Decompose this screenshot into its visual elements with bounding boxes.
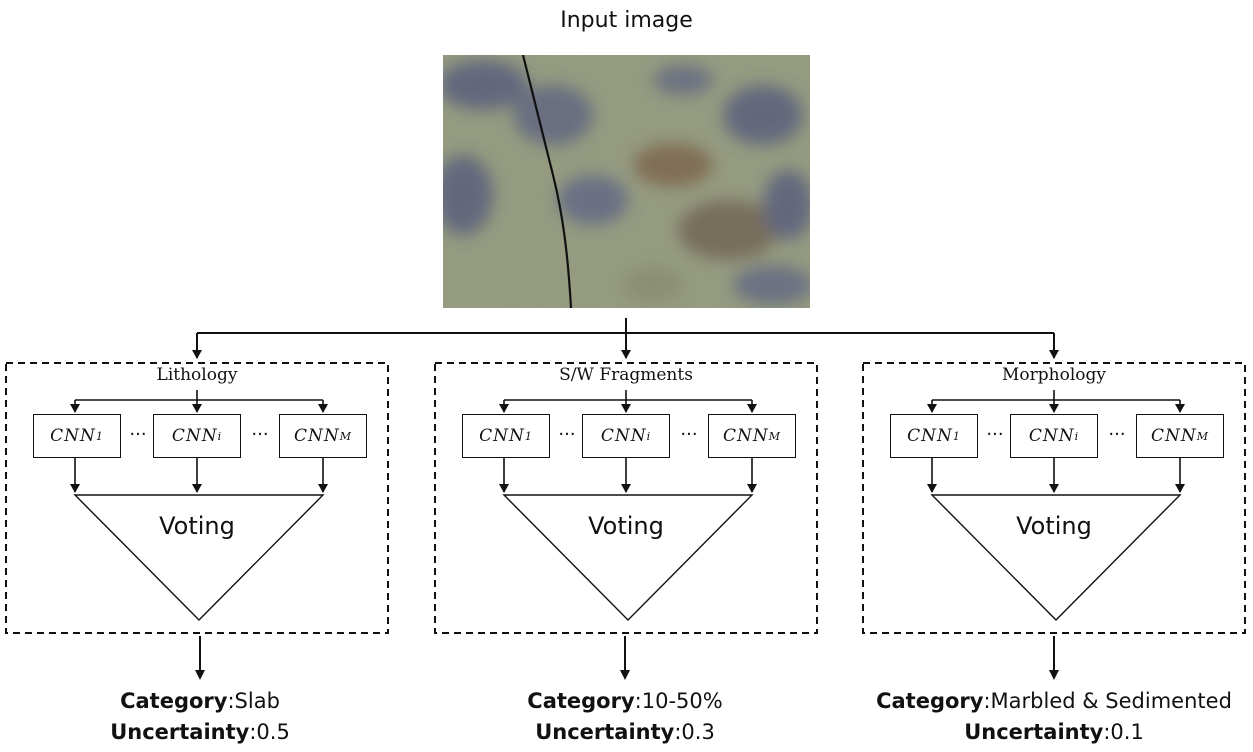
cnn-text: CNN: [479, 426, 525, 446]
category-line: Category:Slab: [120, 689, 280, 713]
uncertainty-value: 0.1: [1110, 720, 1144, 744]
panel-label: S/W Fragments: [559, 365, 693, 385]
panel-frame: [5, 362, 389, 634]
cnn-text: CNN: [600, 426, 647, 446]
panel-frame: [862, 362, 1246, 634]
result-2: Category:10-50% Uncertainty:0.3: [415, 686, 835, 748]
cnn-text: CNN: [907, 426, 953, 446]
cnn-subscript: M: [768, 429, 782, 443]
category-value: Marbled & Sedimented: [990, 689, 1232, 713]
input-rock-image: [443, 55, 810, 308]
cnn-subscript: M: [339, 429, 353, 443]
ellipsis: ···: [251, 424, 269, 445]
uncertainty-line: Uncertainty:0.1: [964, 720, 1144, 744]
cnn-subscript: i: [217, 429, 223, 443]
voting-label: Voting: [159, 512, 235, 540]
category-key: Category: [527, 689, 635, 713]
uncertainty-value: 0.5: [256, 720, 290, 744]
output-arrow: [195, 636, 205, 680]
category-key: Category: [120, 689, 228, 713]
voting-label: Voting: [588, 512, 664, 540]
cnn-text: CNN: [722, 426, 769, 446]
cnn-text: CNN: [1150, 426, 1197, 446]
ellipsis: ···: [986, 424, 1004, 445]
output-arrow: [1049, 636, 1059, 680]
category-key: Category: [876, 689, 984, 713]
category-line: Category:10-50%: [527, 689, 723, 713]
ellipsis: ···: [680, 424, 698, 445]
cnn-subscript: i: [1074, 429, 1080, 443]
cnn-subscript: M: [1196, 429, 1210, 443]
uncertainty-line: Uncertainty:0.5: [110, 720, 290, 744]
uncertainty-key: Uncertainty: [964, 720, 1104, 744]
output-arrow: [620, 636, 630, 680]
panel-label: Lithology: [156, 365, 238, 385]
ellipsis: ···: [129, 424, 147, 445]
panel-frame: [434, 362, 818, 634]
ellipsis: ···: [558, 424, 576, 445]
cnn-text: CNN: [171, 426, 218, 446]
result-1: Category:Slab Uncertainty:0.5: [0, 686, 410, 748]
cnn-text: CNN: [293, 426, 340, 446]
result-3: Category:Marbled & Sedimented Uncertaint…: [844, 686, 1253, 748]
cnn-subscript: 1: [952, 429, 961, 443]
category-value: 10-50%: [641, 689, 723, 713]
ellipsis: ···: [1108, 424, 1126, 445]
cnn-subscript: 1: [95, 429, 104, 443]
cnn-text: CNN: [50, 426, 96, 446]
cnn-text: CNN: [1028, 426, 1075, 446]
cnn-subscript: 1: [524, 429, 533, 443]
input-image-title: Input image: [560, 8, 693, 33]
category-line: Category:Marbled & Sedimented: [876, 689, 1232, 713]
uncertainty-value: 0.3: [681, 720, 715, 744]
category-value: Slab: [234, 689, 280, 713]
voting-label: Voting: [1016, 512, 1092, 540]
panel-label: Morphology: [1002, 365, 1106, 385]
uncertainty-key: Uncertainty: [535, 720, 675, 744]
cnn-subscript: i: [646, 429, 652, 443]
uncertainty-line: Uncertainty:0.3: [535, 720, 715, 744]
uncertainty-key: Uncertainty: [110, 720, 250, 744]
